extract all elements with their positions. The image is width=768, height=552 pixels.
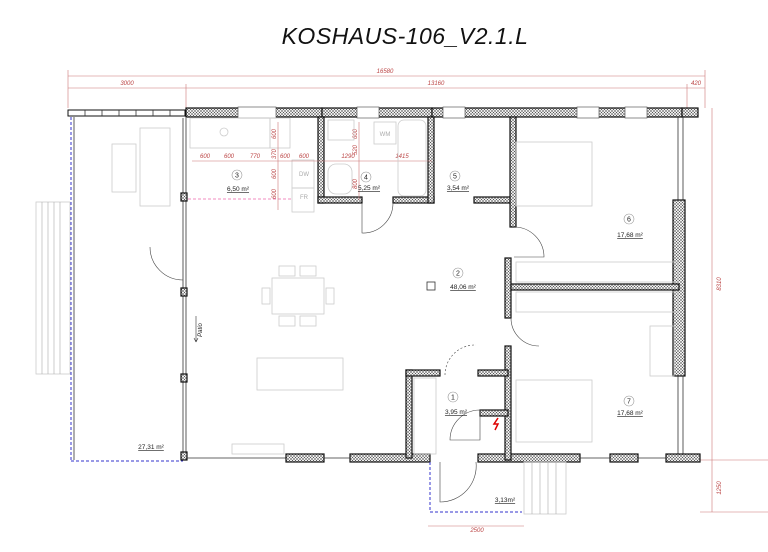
plan-title: KOSHAUS-106_V2.1.L: [282, 23, 529, 49]
room-area: 5,25 m²: [358, 185, 381, 192]
room-area: 17,68 m²: [617, 232, 643, 239]
patio-marker: Patio: [193, 316, 204, 343]
fridge-label: FR: [300, 195, 309, 201]
room-labels: 3 6,50 m² 4 5,25 m² 5 3,54 m² 6 17,68 m² 2 48…: [227, 169, 644, 417]
room-area: 6,50 m²: [227, 186, 250, 193]
terrace: 27,31 m²: [35, 109, 186, 462]
room-number: 3: [235, 173, 239, 180]
dim-porch-width: 2500: [469, 528, 484, 534]
room-3: 3 6,50 m²: [227, 169, 250, 193]
terrace-area: 27,31 m²: [138, 444, 164, 451]
dim-kitchen-1: 600: [200, 154, 211, 160]
room-4: 4 5,25 m²: [358, 171, 381, 192]
washing-machine-label: WM: [380, 132, 391, 138]
dim-overall: 16580: [377, 69, 394, 75]
dim-bath-v3: 800: [353, 178, 359, 189]
dim-porch-depth: 1250: [717, 481, 723, 495]
right-dimensions: 8310 1250: [700, 108, 768, 513]
dim-kitchen-2: 600: [224, 154, 235, 160]
room-7: 7 17,68 m²: [617, 395, 644, 417]
room-area: 3,54 m²: [447, 185, 470, 192]
room-5: 5 3,54 m²: [447, 170, 470, 192]
kitchen: DW FR 600 600 770 600 600 1290 1415 600 …: [188, 117, 432, 213]
bathroom-fixtures: WM: [327, 119, 427, 197]
room-number: 1: [451, 395, 455, 402]
dim-kitchen-6: 1290: [341, 154, 355, 160]
room-area: 17,68 m²: [617, 410, 643, 417]
electric-panel-icon: [492, 417, 500, 431]
arrow-down-icon: [193, 316, 199, 343]
room-1: 1 3,95 m²: [445, 391, 468, 416]
room-number: 2: [456, 271, 460, 278]
dim-terrace: 3000: [120, 81, 134, 87]
room-number: 6: [627, 217, 631, 224]
dim-kitchen-4: 600: [280, 154, 291, 160]
dim-kitchen-3: 770: [250, 154, 261, 160]
room-number: 7: [627, 399, 631, 406]
top-dimensions: 16580 3000 13160 420: [67, 69, 706, 108]
walls: [180, 106, 701, 463]
doors: [149, 202, 545, 503]
dishwasher-label: DW: [299, 172, 309, 178]
furniture: [231, 141, 679, 455]
dim-bath-v1: 520: [353, 144, 359, 155]
dim-kitchen-5: 600: [299, 154, 310, 160]
room-2: 2 48,06 m²: [450, 267, 477, 291]
room-6: 6 17,68 m²: [617, 213, 644, 239]
room-area: 3,95 m²: [445, 409, 468, 416]
room-area: 48,06 m²: [450, 284, 476, 291]
dim-overhang: 420: [691, 81, 702, 87]
room-number: 5: [453, 174, 457, 181]
porch-area: 3,13m²: [495, 497, 516, 504]
dim-kitchen-v3: 600: [272, 168, 278, 179]
patio-label: Patio: [198, 323, 204, 337]
porch: 3,13m² 2500: [428, 461, 567, 534]
dim-kitchen-v4: 600: [272, 188, 278, 199]
dim-kitchen-7: 1415: [395, 154, 409, 160]
room-number: 4: [364, 175, 368, 182]
dim-bath-v2: 600: [353, 128, 359, 139]
dim-house: 13160: [428, 81, 445, 87]
dim-kitchen-v1: 600: [272, 128, 278, 139]
dim-kitchen-v2: 370: [272, 148, 278, 159]
dim-depth: 8310: [717, 277, 723, 291]
